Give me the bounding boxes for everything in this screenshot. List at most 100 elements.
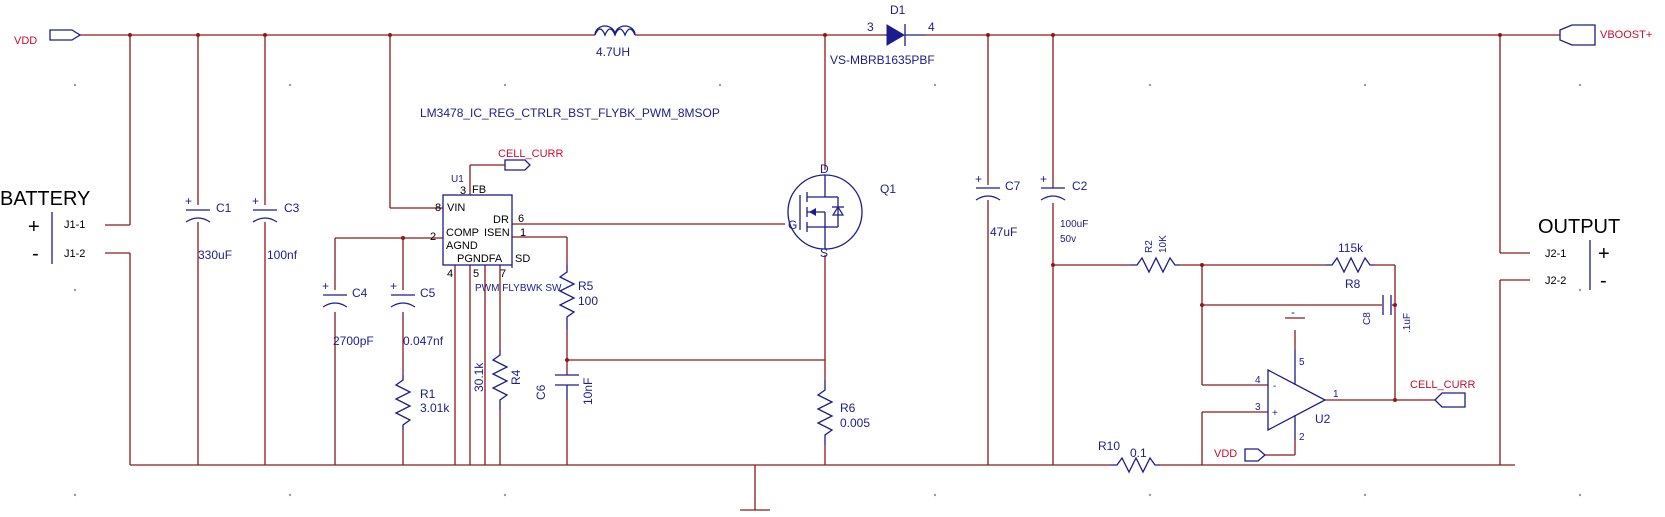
c2-plus: + bbox=[1040, 172, 1047, 186]
net-label-cell-curr-top: CELL_CURR bbox=[498, 148, 563, 160]
r10-value: 0.1 bbox=[1130, 446, 1147, 460]
net-port-cell-curr-top: CELL_CURR bbox=[498, 148, 563, 171]
opamp-pin-vneg: 2 bbox=[1299, 432, 1305, 443]
diode-part: VS-MBRB1635PBF bbox=[830, 53, 935, 67]
capacitor-c5: + C5 0.047nf bbox=[390, 279, 444, 348]
battery-pin1-label: J1-1 bbox=[64, 219, 85, 231]
capacitor-c3: + C3 100nf bbox=[252, 194, 300, 262]
ic-pin-vin-num: 8 bbox=[435, 202, 441, 214]
c1-value: 330uF bbox=[198, 248, 232, 262]
opamp-pin-noninv: 3 bbox=[1255, 402, 1261, 413]
c7-value: 47uF bbox=[990, 225, 1017, 239]
battery-title: BATTERY bbox=[0, 188, 90, 210]
ic-note: PWM FLYBWK SW bbox=[475, 283, 562, 294]
c4-value: 2700pF bbox=[333, 334, 374, 348]
ic-ref: U1 bbox=[451, 174, 464, 185]
ic-pin-isen: ISEN bbox=[484, 227, 510, 239]
output-connector: OUTPUT J2-1 J2-2 + - bbox=[1538, 216, 1620, 292]
opamp-gnd-sign: - bbox=[1291, 305, 1295, 319]
r1-value: 3.01k bbox=[420, 401, 450, 415]
inductor-l1: 4.7UH bbox=[594, 25, 636, 59]
diode-pin-a: 3 bbox=[867, 20, 874, 34]
ic-pin-dr: DR bbox=[493, 214, 509, 226]
mosfet-ref: Q1 bbox=[880, 182, 896, 196]
ic-pin-comp-num: 2 bbox=[430, 231, 436, 243]
diode-pin-k: 4 bbox=[928, 20, 935, 34]
ic-pin-dr-num: 6 bbox=[518, 213, 524, 225]
r5-value: 100 bbox=[578, 294, 598, 308]
net-label-vdd-opamp: VDD bbox=[1214, 448, 1237, 460]
mosfet-gate-label: G bbox=[788, 218, 797, 232]
mosfet-q1: D G S Q1 bbox=[787, 162, 896, 260]
opamp-pin-vpos: 5 bbox=[1299, 357, 1305, 368]
resistor-r1: R1 3.01k bbox=[394, 375, 450, 430]
battery-connector: BATTERY + - J1-1 J1-2 bbox=[0, 188, 90, 265]
ic-pin-agnd: AGND bbox=[446, 240, 478, 252]
ic-pin-5: 5 bbox=[473, 268, 479, 280]
inductor-value: 4.7UH bbox=[596, 45, 630, 59]
diode-d1: D1 3 4 VS-MBRB1635PBF bbox=[830, 3, 935, 67]
net-label-vdd: VDD bbox=[14, 35, 37, 47]
ic-pin-comp: COMP bbox=[446, 227, 479, 239]
ic-pin-7: 7 bbox=[500, 268, 506, 280]
wires bbox=[80, 34, 1560, 511]
opamp-pin-out: 1 bbox=[1333, 389, 1339, 400]
resistor-r6: R6 0.005 bbox=[816, 380, 870, 445]
ic-pin-vin: VIN bbox=[447, 202, 465, 214]
r4-value: 30.1k bbox=[472, 362, 486, 392]
battery-plus-sign: + bbox=[28, 216, 40, 238]
net-label-cell-curr-right: CELL_CURR bbox=[1410, 379, 1475, 391]
c6-value: 10nF bbox=[581, 378, 595, 405]
opamp-pin-inv: 4 bbox=[1255, 375, 1261, 386]
c3-plus: + bbox=[252, 194, 259, 208]
c4-plus: + bbox=[322, 279, 329, 293]
ic-part-number: LM3478_IC_REG_CTRLR_BST_FLYBK_PWM_8MSOP bbox=[420, 106, 720, 120]
c5-plus: + bbox=[390, 279, 397, 293]
output-pin2-label: J2-2 bbox=[1545, 275, 1566, 287]
ic-pin-4: 4 bbox=[447, 268, 453, 280]
ic-pin-isen-num: 1 bbox=[520, 227, 526, 239]
ic-pin-sd: SD bbox=[515, 253, 530, 265]
r6-value: 0.005 bbox=[840, 416, 870, 430]
c1-ref: C1 bbox=[216, 201, 232, 215]
r4-ref: R4 bbox=[509, 369, 523, 385]
battery-minus-sign: - bbox=[32, 243, 39, 265]
c1-plus: + bbox=[185, 194, 192, 208]
output-title: OUTPUT bbox=[1538, 216, 1620, 238]
capacitor-c6: C6 10nF bbox=[534, 374, 595, 405]
c2-voltage: 50v bbox=[1060, 234, 1076, 245]
c3-value: 100nf bbox=[267, 248, 298, 262]
c4-ref: C4 bbox=[352, 286, 368, 300]
resistor-r4: 30.1k R4 bbox=[472, 350, 523, 410]
c8-ref: C8 bbox=[1362, 312, 1373, 325]
r10-ref: R10 bbox=[1098, 439, 1120, 453]
grid-dots bbox=[73, 83, 1582, 497]
r2-value: 10K bbox=[1158, 235, 1169, 253]
battery-pin2-label: J1-2 bbox=[64, 248, 85, 260]
ic-pin-pgnd: PGNDFA bbox=[457, 253, 503, 265]
net-port-cell-curr-right: CELL_CURR bbox=[1410, 379, 1475, 408]
r6-ref: R6 bbox=[840, 401, 856, 415]
c5-value: 0.047nf bbox=[403, 334, 444, 348]
output-minus-sign: - bbox=[1600, 270, 1607, 292]
mosfet-drain-label: D bbox=[820, 162, 829, 176]
c7-plus: + bbox=[975, 172, 982, 186]
ic-u1: LM3478_IC_REG_CTRLR_BST_FLYBK_PWM_8MSOP … bbox=[420, 106, 720, 294]
c2-value: 100uF bbox=[1060, 219, 1088, 230]
capacitor-c7: + C7 47uF bbox=[975, 172, 1021, 239]
c8-value: .1uF bbox=[1402, 313, 1413, 333]
resistor-r5: R5 100 bbox=[558, 265, 598, 330]
capacitor-c4: + C4 2700pF bbox=[322, 279, 374, 348]
r8-ref: R8 bbox=[1345, 277, 1361, 291]
r5-ref: R5 bbox=[578, 279, 594, 293]
opamp-u2: 4 3 - + 1 2 5 - U2 bbox=[1255, 305, 1339, 443]
c7-ref: C7 bbox=[1005, 179, 1021, 193]
mosfet-source-label: S bbox=[820, 246, 828, 260]
capacitor-c1: + C1 330uF bbox=[185, 194, 232, 262]
net-port-vdd-left: VDD bbox=[14, 29, 82, 47]
capacitor-c8: C8 .1uF bbox=[1362, 295, 1413, 333]
junctions bbox=[128, 33, 1502, 402]
output-pin1-label: J2-1 bbox=[1545, 248, 1566, 260]
c2-ref: C2 bbox=[1072, 179, 1088, 193]
